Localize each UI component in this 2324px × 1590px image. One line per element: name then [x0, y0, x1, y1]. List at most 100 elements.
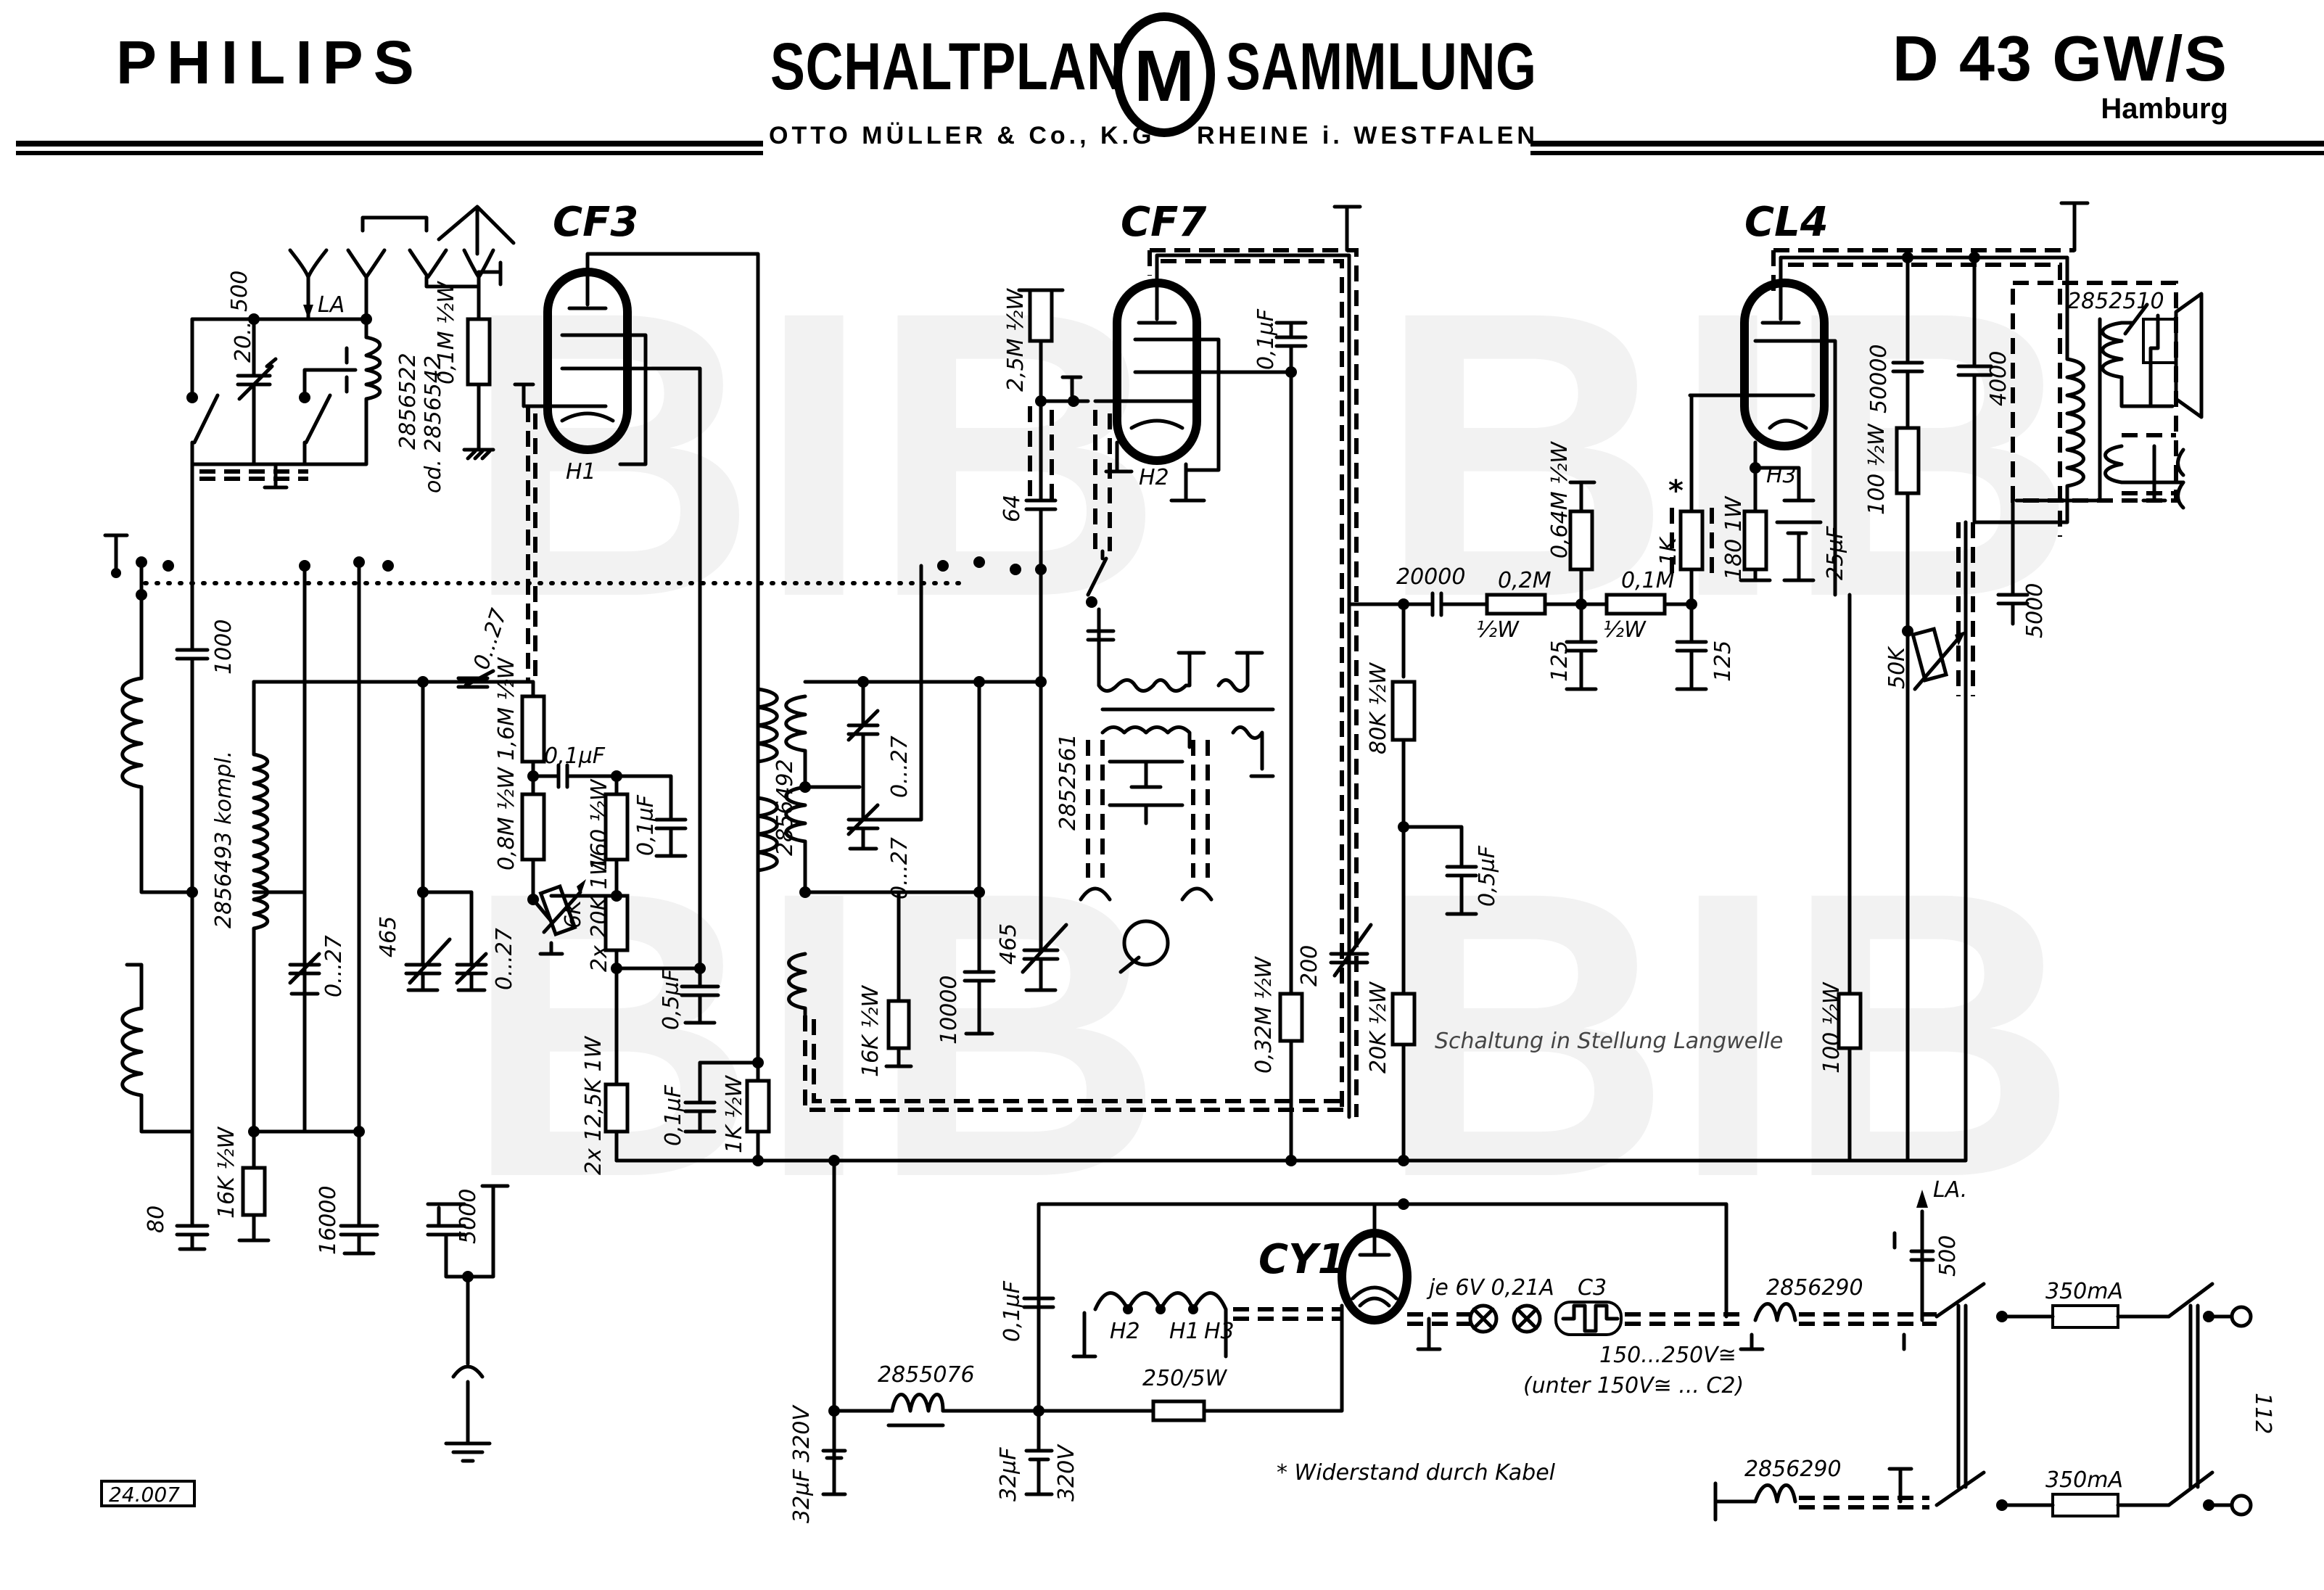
capacitor-10000	[963, 680, 996, 1036]
component-label: 100 ½W	[1864, 423, 1890, 515]
component-label: 0...27	[887, 837, 912, 899]
wire	[304, 393, 332, 445]
junction-dot[interactable]	[973, 556, 985, 568]
capacitor-16000	[339, 1129, 379, 1256]
if-transformer-2-secondary-icon	[1100, 725, 1192, 825]
capacitor-25uf	[1775, 520, 1823, 582]
capacitor-1000-80	[175, 560, 210, 1251]
note-langwelle: Schaltung in Stellung Langwelle	[1435, 1029, 1783, 1054]
component-label: 0,5µF	[1475, 845, 1500, 907]
wire	[288, 952, 321, 985]
wire	[2000, 1314, 2171, 1507]
wire	[884, 890, 913, 1068]
wire	[524, 404, 615, 423]
junction-dot	[186, 392, 198, 403]
wire	[1625, 1312, 1748, 1326]
junction-dot[interactable]	[111, 568, 121, 578]
wire	[1561, 1303, 1620, 1333]
wire	[1133, 337, 1293, 472]
capacitor-0-5uf-a	[680, 966, 720, 1025]
waveband-switch[interactable]	[103, 533, 985, 1134]
resistor-160	[603, 792, 630, 862]
choke-2856290-b-icon	[1713, 1481, 1797, 1522]
component-label: 2852510	[2067, 289, 2164, 314]
component-label: 5000	[456, 1189, 481, 1244]
capacitor-5000-b	[1996, 498, 2030, 626]
output-transformer-primary-icon	[1972, 357, 2085, 524]
junction-dot[interactable]	[162, 560, 174, 572]
wire	[1887, 1467, 1913, 1504]
wire	[302, 368, 358, 394]
wire	[408, 937, 452, 985]
component-label: 1K	[1656, 536, 1681, 566]
wire[interactable]	[302, 560, 361, 1134]
component-label: 0,1µF	[544, 743, 606, 769]
tube-cf3: CF3 H1 0,8M ½W 1,6M ½W 0,1µF 6K 160 ½W 2…	[494, 199, 981, 1175]
component-label: 250/5W	[1142, 1366, 1227, 1391]
junction-dot	[1285, 1155, 1297, 1166]
speaker-coil-icon	[2101, 321, 2153, 408]
wire	[1079, 886, 1213, 902]
resistor-2-5m	[1028, 288, 1054, 343]
component-label: 125	[1547, 640, 1573, 682]
trimmer-0-27-a	[456, 669, 495, 689]
wire	[190, 317, 368, 339]
component-label: 465	[376, 916, 401, 957]
capacitor-trim-20	[236, 317, 272, 466]
tuning-indicator-icon	[1122, 919, 1170, 967]
wire	[1347, 602, 1406, 1163]
component-label: ½W	[1603, 617, 1647, 643]
wire	[1021, 923, 1068, 974]
wire	[2167, 1282, 2214, 1507]
resistor-12-5k	[603, 1082, 630, 1134]
publisher-title-left: SCHALTPLAN	[770, 30, 1125, 104]
tube-envelope-icon	[1740, 279, 1829, 450]
wire	[1799, 1496, 1929, 1509]
wire	[1233, 1307, 1342, 1321]
component-label: 350mA	[2045, 1279, 2123, 1304]
antenna-coil-icon	[310, 335, 382, 466]
junction-dot[interactable]	[382, 560, 394, 572]
header-rule-right-top	[1530, 141, 2324, 147]
component-label: 50K	[1884, 646, 1910, 689]
pilot-lamp-1-icon	[1468, 1303, 1499, 1334]
capacitor-50000	[1891, 255, 1924, 1163]
resistor-0-2m	[1485, 593, 1547, 616]
component-label: 16000	[316, 1186, 341, 1255]
component-label: 150...250V≅	[1599, 1343, 1736, 1368]
wire	[1515, 1307, 1538, 1330]
capacitor-5000-a	[426, 1184, 510, 1279]
junction-dot	[1398, 1198, 1409, 1210]
capacitor-32uf-a	[821, 1409, 847, 1496]
component-label: 2856522	[395, 353, 421, 450]
arrow-la-icon	[303, 305, 313, 319]
chassis-ground-icon	[462, 382, 495, 461]
wire	[1147, 248, 1359, 1117]
component-label: 112	[2250, 1393, 2275, 1434]
mains-switch-icon	[1934, 1282, 1986, 1507]
wire	[1118, 955, 1141, 974]
publisher-logo: M	[1113, 12, 1215, 137]
mains-terminal-a[interactable]	[2230, 1305, 2253, 1328]
header-rule-left-top	[16, 141, 763, 147]
wire	[1913, 636, 1961, 691]
component-label: 0,5µF	[659, 968, 684, 1030]
wire[interactable]	[103, 533, 129, 575]
wire	[421, 680, 474, 916]
component-label: 0,8M ½W 1,6M ½W	[494, 656, 519, 870]
component-label: 0,1µF	[1253, 308, 1279, 370]
junction-dot[interactable]	[937, 560, 949, 572]
wire	[1739, 1209, 1935, 1351]
switch-icon	[192, 393, 220, 445]
component-label: 465	[996, 923, 1021, 965]
mains-terminal-b[interactable]	[2230, 1494, 2253, 1517]
component-label: 1K ½W	[722, 1075, 747, 1153]
component-label: 2856290	[1744, 1457, 1842, 1482]
component-label: 50000	[1866, 345, 1892, 413]
wire	[1332, 205, 1362, 252]
component-label: H2	[1139, 465, 1169, 490]
component-label: 32µF 320V	[789, 1404, 815, 1523]
component-label: 2855076	[878, 1362, 975, 1388]
component-label: 5000	[2022, 583, 2048, 638]
component-label: 80	[144, 1206, 169, 1233]
